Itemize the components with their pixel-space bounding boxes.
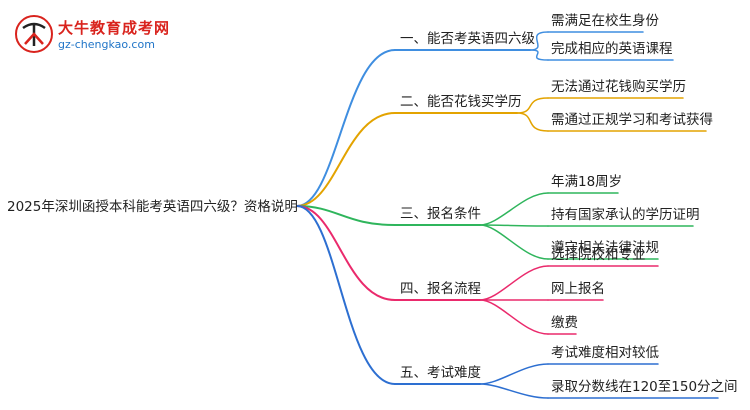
branch-label: 五、考试难度 bbox=[400, 365, 481, 381]
child-label: 需通过正规学习和考试获得 bbox=[551, 112, 713, 128]
child-label: 网上报名 bbox=[551, 281, 605, 297]
child-connector bbox=[479, 265, 549, 301]
child-connector bbox=[516, 112, 549, 132]
child-label: 持有国家承认的学历证明 bbox=[551, 207, 700, 223]
branch-connector bbox=[296, 112, 396, 207]
logo-mark-icon bbox=[15, 15, 53, 53]
branch-connector bbox=[296, 205, 396, 385]
child-connector bbox=[479, 299, 549, 335]
branch-connector bbox=[296, 205, 396, 226]
child-label: 年满18周岁 bbox=[551, 174, 623, 190]
child-label: 完成相应的英语课程 bbox=[551, 41, 673, 57]
child-connector bbox=[516, 97, 549, 114]
child-connector bbox=[479, 383, 549, 399]
child-label: 考试难度相对较低 bbox=[551, 345, 659, 361]
child-label: 无法通过花钱购买学历 bbox=[551, 79, 686, 95]
branch-label: 三、报名条件 bbox=[400, 206, 481, 222]
child-label: 录取分数线在120至150分之间 bbox=[551, 379, 738, 395]
child-connector bbox=[479, 224, 549, 260]
root-topic: 2025年深圳函授本科能考英语四六级？资格说明 bbox=[7, 199, 298, 215]
child-label: 选择院校和专业 bbox=[551, 247, 646, 263]
logo-title: 大牛教育成考网 bbox=[58, 19, 171, 37]
child-connector bbox=[479, 224, 549, 227]
child-connector bbox=[479, 363, 549, 385]
branch-connector bbox=[296, 49, 396, 207]
child-label: 缴费 bbox=[551, 315, 578, 331]
branch-label: 二、能否花钱买学历 bbox=[400, 94, 522, 110]
branch-label: 四、报名流程 bbox=[400, 281, 481, 297]
branch-connector bbox=[296, 205, 396, 301]
child-connector bbox=[479, 192, 549, 226]
site-logo: 大牛教育成考网 gz-chengkao.com bbox=[14, 14, 184, 58]
branch-label: 一、能否考英语四六级 bbox=[400, 31, 535, 47]
logo-url: gz-chengkao.com bbox=[58, 38, 155, 51]
child-label: 遵守相关法律法规 bbox=[551, 240, 659, 256]
child-label: 需满足在校生身份 bbox=[551, 13, 659, 29]
child-connector bbox=[529, 49, 549, 61]
